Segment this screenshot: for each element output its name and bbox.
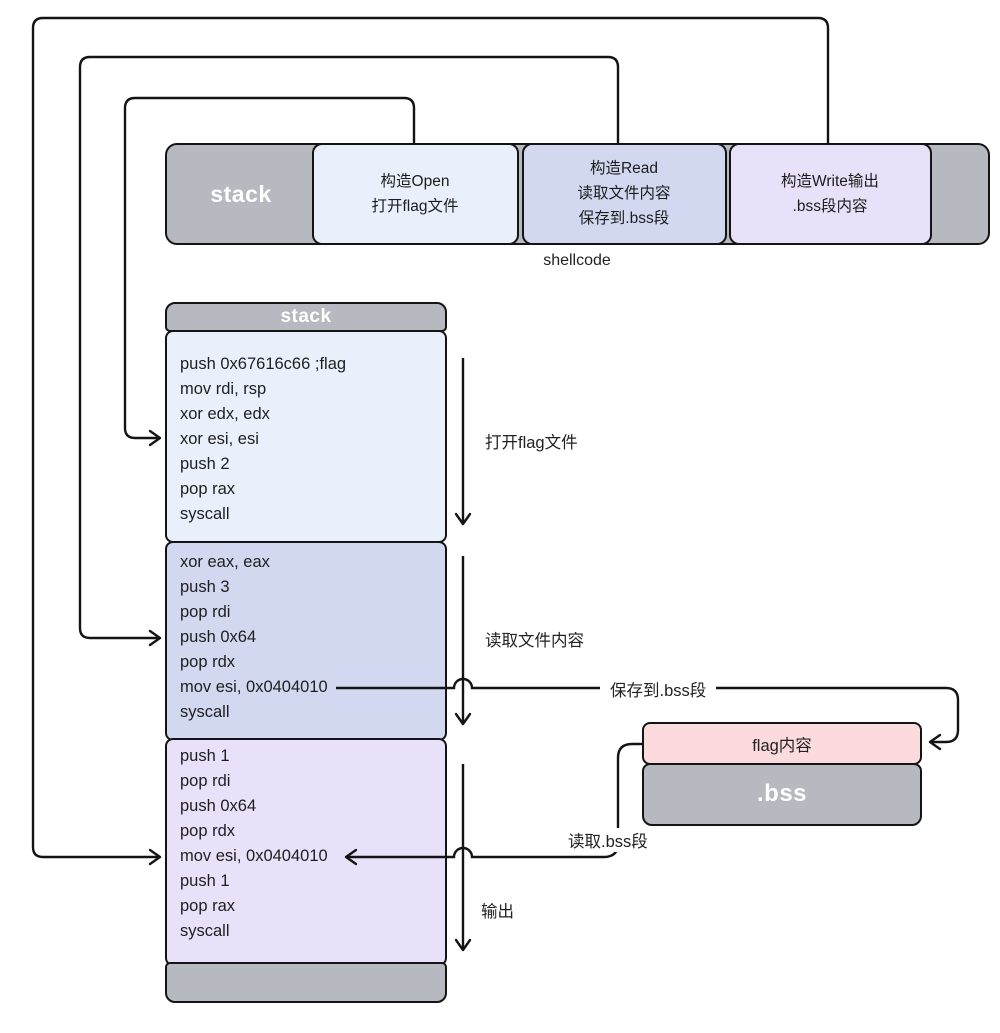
read-code-segment: xor eax, eax push 3 pop rdi push 0x64 po… [165,541,447,741]
shellcode-caption: shellcode [543,252,611,269]
write-code-segment: push 1 pop rdi push 0x64 pop rdx mov esi… [165,738,447,966]
open-code-segment: push 0x67616c66 ;flag mov rdi, rsp xor e… [165,329,447,543]
flag-content-cell: flag内容 [642,722,922,765]
shellcode-write-box: 构造Write输出 .bss段内容 [728,142,932,245]
stack-box-header: stack [165,302,447,332]
read-flow-label: 读取文件内容 [485,632,584,650]
shellcode-read-box: 构造Read 读取文件内容 保存到.bss段 [521,142,727,245]
stack-box: stack push 0x67616c66 ;flag mov rdi, rsp… [165,302,447,1003]
shellcode-open-box: 构造Open 打开flag文件 [311,142,519,245]
shellcode-bar: stack 构造Open 打开flag文件 构造Read 读取文件内容 保存到.… [165,142,990,245]
open-flow-label: 打开flag文件 [485,434,578,452]
shellcode-stack-label: stack [210,180,272,207]
bss-segment-cell: .bss [642,762,922,826]
stack-box-footer [165,961,447,1003]
save-to-bss-label: 保存到.bss段 [600,677,717,701]
output-flow-label: 输出 [481,903,514,921]
read-bss-label: 读取.bss段 [562,828,654,852]
